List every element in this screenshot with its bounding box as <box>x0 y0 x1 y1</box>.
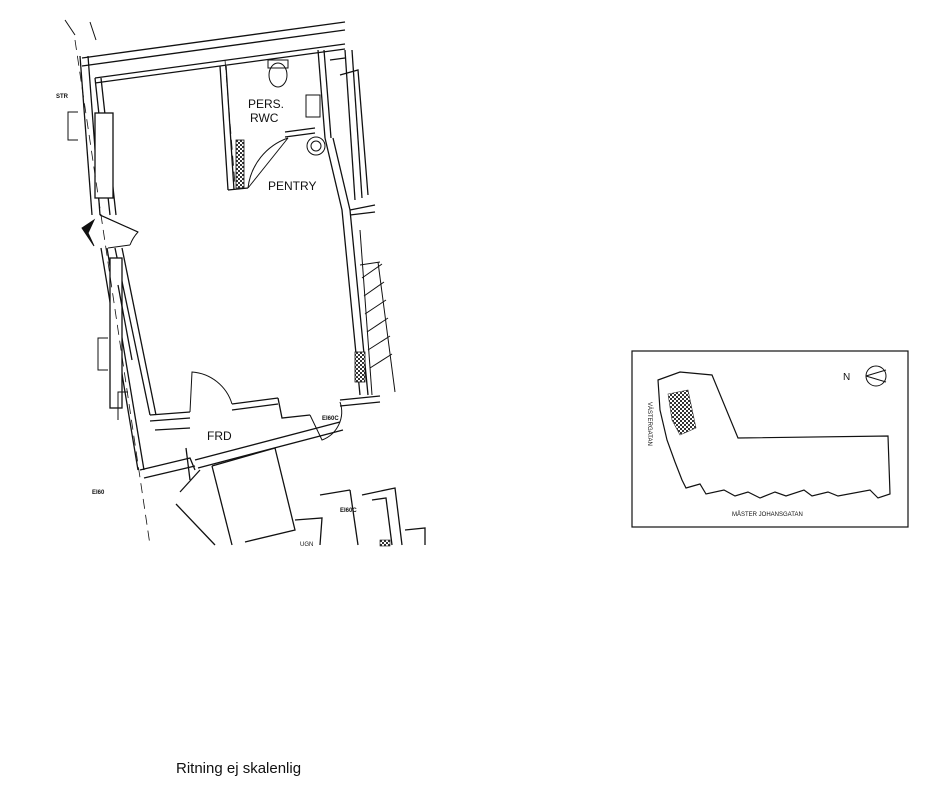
street-label-south: MÅSTER JOHANSGATAN <box>732 511 803 518</box>
tag-str: STR <box>56 94 69 100</box>
entrance-door <box>99 214 139 249</box>
frd-door <box>189 371 343 441</box>
room-label-pers: PERS. <box>248 97 284 111</box>
tag-ei60: EI60 <box>92 490 105 496</box>
wall-east <box>324 49 376 396</box>
wc-fixtures <box>247 59 326 189</box>
room-label-frd: FRD <box>207 429 232 443</box>
drawing-caption: Ritning ej skalenlig <box>176 760 302 777</box>
north-label: N <box>843 372 850 383</box>
site-map-frame <box>631 350 909 528</box>
site-map: N VÄSTERGATAN MÅSTER JOHANSGATAN <box>631 350 909 528</box>
street-label-west: VÄSTERGATAN <box>646 402 653 446</box>
tag-ei60c-lower: EI60C <box>340 508 357 514</box>
floor-plan: PERS. RWC PENTRY FRD UGN STR EI60 EI60C … <box>56 19 426 548</box>
wall-south <box>149 395 381 431</box>
room-label-pentry: PENTRY <box>268 179 316 193</box>
room-label-ugn: UGN <box>300 542 313 548</box>
wall-west <box>79 55 157 471</box>
entrance-arrow-icon <box>81 218 96 247</box>
frd-walls <box>139 421 426 547</box>
building-footprint <box>657 371 891 499</box>
stairs <box>359 229 396 396</box>
north-arrow-icon <box>865 365 887 387</box>
west-exterior-details <box>64 19 128 420</box>
highlighted-unit <box>667 389 697 436</box>
wc-pentry-walls <box>219 49 332 191</box>
wall-top <box>81 21 346 84</box>
room-label-rwc: RWC <box>250 111 279 125</box>
tag-ei60c-upper: EI60C <box>322 416 339 422</box>
